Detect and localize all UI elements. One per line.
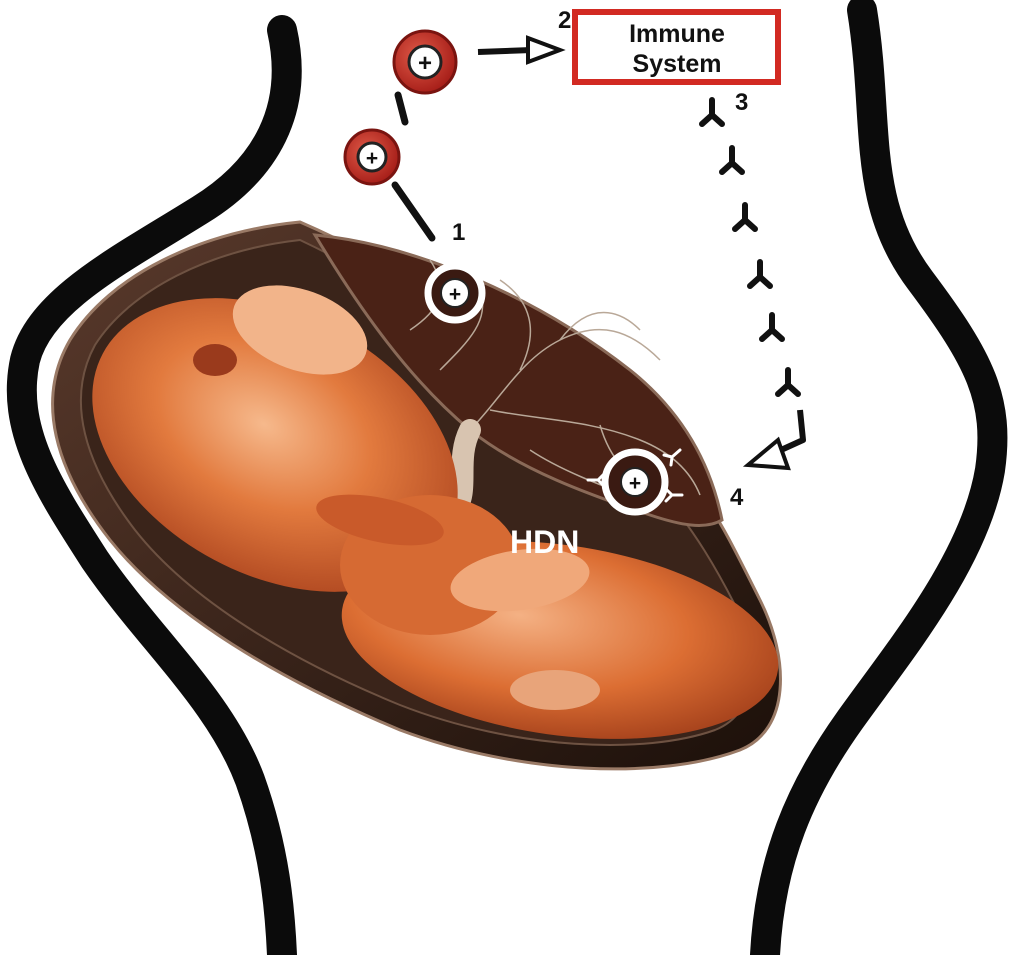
rh-positive-fetal-cell-icon: + xyxy=(605,452,665,512)
immune-label-line2: System xyxy=(633,50,722,78)
step-number-3: 3 xyxy=(735,89,748,116)
step-number-4: 4 xyxy=(730,484,744,511)
step-number-1: 1 xyxy=(452,219,465,246)
antibody-y-icon xyxy=(778,370,798,394)
antibody-y-icon xyxy=(722,148,742,172)
arrow-to-fetus xyxy=(748,410,803,468)
antibody-chain xyxy=(702,100,798,394)
arrow-to-immune-system xyxy=(478,38,560,62)
mother-body-outline-right xyxy=(765,10,992,955)
rh-positive-red-cell-icon: + xyxy=(394,31,456,93)
step-number-2: 2 xyxy=(558,7,571,34)
svg-text:+: + xyxy=(449,283,461,306)
immune-label-line1: Immune xyxy=(629,20,725,48)
svg-text:+: + xyxy=(418,50,432,77)
antibody-y-icon xyxy=(702,100,722,124)
immune-system-box: Immune System xyxy=(575,12,778,82)
antibody-y-icon xyxy=(762,315,782,339)
svg-text:+: + xyxy=(366,147,378,170)
connector-line-1 xyxy=(395,185,432,238)
rh-positive-red-cell-icon: + xyxy=(345,130,399,184)
fetus-foot xyxy=(510,670,600,710)
fetus-eye xyxy=(193,344,237,376)
hdn-label: HDN xyxy=(510,524,579,560)
connector-line-2 xyxy=(398,95,405,122)
antibody-y-icon xyxy=(750,262,770,286)
antibody-y-icon xyxy=(735,205,755,229)
rh-positive-fetal-cell-icon: + xyxy=(428,266,482,320)
svg-text:+: + xyxy=(629,472,641,495)
